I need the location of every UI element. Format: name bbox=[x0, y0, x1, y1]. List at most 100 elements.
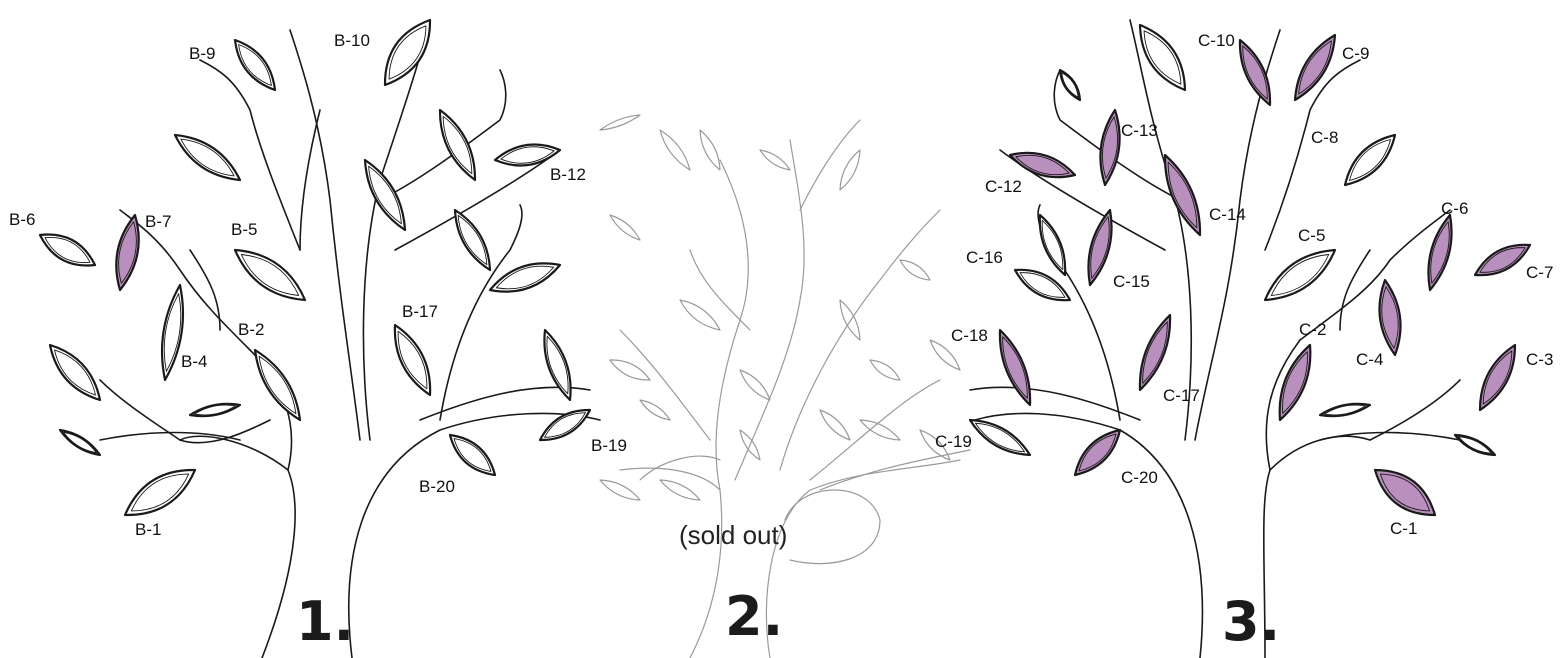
tree-1-branch bbox=[299, 109, 321, 251]
leaf-shape bbox=[363, 158, 407, 232]
leaf-shape bbox=[1293, 33, 1337, 102]
leaf-inner-outline bbox=[1101, 116, 1119, 179]
leaf-shape bbox=[543, 328, 572, 402]
tree-1-trunk bbox=[347, 412, 601, 658]
leaf-label: C-19 bbox=[935, 432, 972, 451]
leaf-shape bbox=[233, 248, 307, 302]
leaf-shape bbox=[188, 402, 242, 418]
leaf-label: C-17 bbox=[1163, 386, 1200, 405]
leaf-inner-outline bbox=[397, 330, 428, 390]
leaf-label: B-6 bbox=[9, 210, 36, 229]
tree-1-branch bbox=[199, 59, 301, 251]
leaf-inner-outline bbox=[1298, 40, 1332, 95]
leaf-inner-outline bbox=[974, 422, 1026, 453]
tree-3-branch bbox=[1299, 209, 1451, 341]
tree-2-outline bbox=[639, 399, 671, 421]
leaf-inner-outline bbox=[1270, 254, 1330, 296]
leaf-inner-outline bbox=[240, 254, 300, 296]
tree-2-outline bbox=[739, 369, 771, 401]
leaf-label: C-20 bbox=[1121, 468, 1158, 487]
tree-3-branch bbox=[1369, 379, 1461, 441]
leaf-shape bbox=[58, 428, 102, 457]
leaf-shape bbox=[453, 208, 492, 272]
tree-2-outline bbox=[839, 299, 861, 341]
leaf-label: B-7 bbox=[145, 212, 172, 231]
leaf-inner-outline bbox=[1078, 433, 1117, 472]
leaf-shape bbox=[1453, 433, 1497, 457]
tree-1-branch bbox=[179, 419, 271, 444]
leaf-shape bbox=[1378, 278, 1402, 357]
tree-2-outline bbox=[609, 359, 651, 381]
leaf-inner-outline bbox=[130, 473, 190, 512]
leaf-label: B-5 bbox=[231, 220, 258, 239]
tree-1-branch bbox=[379, 69, 507, 201]
leaf-label: C-4 bbox=[1356, 350, 1384, 369]
tree-2-outline bbox=[839, 149, 861, 191]
leaf-inner-outline bbox=[457, 214, 488, 266]
leaf-inner-outline bbox=[238, 44, 272, 86]
leaf-label: B-20 bbox=[419, 477, 455, 496]
tree-2-outline bbox=[619, 467, 723, 658]
tree-1-branch bbox=[189, 249, 221, 331]
tree-1-branch bbox=[99, 379, 181, 441]
tree-2-outline bbox=[899, 259, 931, 281]
leaf-inner-outline bbox=[258, 355, 297, 415]
leaf-inner-outline bbox=[368, 165, 402, 225]
leaf-label: C-1 bbox=[1390, 519, 1418, 538]
tree-2-outline bbox=[659, 479, 701, 501]
tree-1-branch bbox=[99, 431, 241, 441]
leaf-label: C-7 bbox=[1526, 263, 1554, 282]
leaf-inner-outline bbox=[544, 412, 586, 438]
leaf-inner-outline bbox=[546, 335, 569, 395]
leaf-shape bbox=[1008, 151, 1077, 179]
leaf-shape bbox=[383, 18, 432, 87]
leaf-inner-outline bbox=[1349, 139, 1391, 181]
leaf-label: B-4 bbox=[181, 352, 208, 371]
leaf-shape bbox=[1473, 243, 1532, 277]
leaf-shape bbox=[448, 433, 497, 477]
leaf-shape bbox=[1427, 213, 1453, 292]
tree-2-outline bbox=[784, 489, 881, 565]
leaf-inner-outline bbox=[180, 138, 235, 177]
leaf-shape bbox=[1099, 108, 1121, 187]
leaf-inner-outline bbox=[63, 431, 97, 454]
leaf-inner-outline bbox=[1061, 72, 1079, 98]
leaf-shape bbox=[173, 133, 242, 182]
leaf-shape bbox=[48, 343, 102, 402]
leaf-shape bbox=[253, 348, 302, 422]
tree-3-branch bbox=[1319, 431, 1461, 441]
leaf-inner-outline bbox=[1242, 45, 1268, 100]
tree-2-outline bbox=[779, 209, 941, 471]
tree-2-outline bbox=[619, 329, 711, 441]
leaf-shape bbox=[968, 418, 1032, 457]
leaf-inner-outline bbox=[1167, 161, 1198, 229]
tree-3-branch bbox=[1053, 69, 1181, 201]
tree-2-outline bbox=[679, 299, 721, 331]
leaf-shape bbox=[233, 38, 277, 92]
leaf-inner-outline bbox=[500, 146, 555, 164]
leaf-label: B-19 bbox=[591, 436, 627, 455]
leaf-inner-outline bbox=[1381, 286, 1399, 349]
leaf-inner-outline bbox=[194, 404, 236, 416]
leaf-label: C-2 bbox=[1299, 320, 1327, 339]
leaf-inner-outline bbox=[388, 25, 427, 80]
leaf-shape bbox=[160, 283, 185, 382]
tree-1-branch bbox=[119, 209, 251, 351]
leaf-shape bbox=[1263, 248, 1337, 302]
leaf-label: C-14 bbox=[1209, 205, 1246, 224]
tree-3-number: 3. bbox=[1222, 590, 1281, 653]
tree-3-branch bbox=[1339, 249, 1371, 331]
leaf-inner-outline bbox=[1015, 154, 1070, 176]
tree-2-outline bbox=[869, 359, 901, 381]
leaf-shape bbox=[1278, 343, 1312, 422]
leaf-inner-outline bbox=[1143, 30, 1182, 85]
leaf-shape bbox=[1373, 468, 1437, 517]
tree-2-outline bbox=[799, 119, 861, 211]
leaf-inner-outline bbox=[118, 221, 137, 284]
leaf-shape bbox=[1038, 213, 1067, 277]
leaf-shape bbox=[1073, 428, 1122, 477]
leaf-label: B-1 bbox=[135, 520, 162, 539]
tree-2-outline bbox=[739, 429, 761, 461]
leaf-shape bbox=[1058, 68, 1082, 102]
